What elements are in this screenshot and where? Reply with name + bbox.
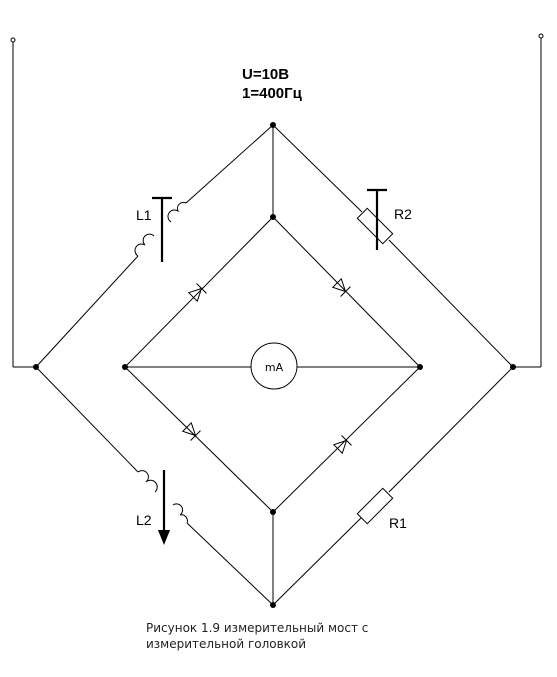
- node-left-inner: [122, 364, 128, 370]
- supply-frequency-label: 1=400Гц: [242, 85, 303, 102]
- left-terminal: [10, 37, 16, 43]
- milliammeter-label: mA: [265, 361, 284, 374]
- inductor-L1-label: L1: [136, 207, 152, 223]
- outer-branch-L2: [35, 366, 274, 606]
- diode-upper-right: [331, 277, 351, 297]
- milliammeter: [250, 342, 298, 390]
- node-right: [510, 364, 516, 370]
- node-bottom-outer: [270, 602, 276, 608]
- node-top-outer: [270, 122, 276, 128]
- inductor-L1-upper-coil: [167, 201, 187, 223]
- inductor-L2-arrow: [158, 530, 170, 545]
- figure-caption: Рисунок 1.9 измерительный мост с измерит…: [146, 620, 446, 652]
- node-right-inner: [417, 364, 423, 370]
- inductor-L2-upper-coil: [137, 470, 158, 493]
- resistor-R1: [356, 487, 394, 525]
- outer-branch-R2: [272, 124, 514, 368]
- resistor-R2: [356, 207, 394, 245]
- right-terminal: [538, 33, 544, 39]
- diode-lower-left: [181, 421, 201, 441]
- inductor-L2-lower-coil: [172, 503, 188, 524]
- outer-branch-L1: [35, 124, 274, 368]
- resistor-R1-label: R1: [389, 515, 407, 531]
- inductor-L1-lower-coil: [134, 233, 155, 257]
- node-left: [33, 364, 39, 370]
- supply-voltage-label: U=10В: [242, 66, 289, 83]
- diode-lower-right: [332, 435, 352, 455]
- outer-branch-R1: [272, 366, 514, 606]
- inner-diode-bridge: mA: [124, 216, 421, 513]
- resistor-R2-label: R2: [394, 206, 412, 222]
- inductor-L2-label: L2: [136, 512, 152, 528]
- right-supply-lead: [513, 33, 544, 368]
- diode-upper-left: [187, 283, 207, 303]
- left-supply-lead: [10, 37, 36, 368]
- node-top-inner: [270, 214, 276, 220]
- node-bottom-inner: [270, 509, 276, 515]
- junction-nodes: [33, 122, 516, 608]
- figure-caption-line-2: измерительной головкой: [146, 637, 307, 651]
- figure-caption-line-1: Рисунок 1.9 измерительный мост с: [146, 621, 369, 635]
